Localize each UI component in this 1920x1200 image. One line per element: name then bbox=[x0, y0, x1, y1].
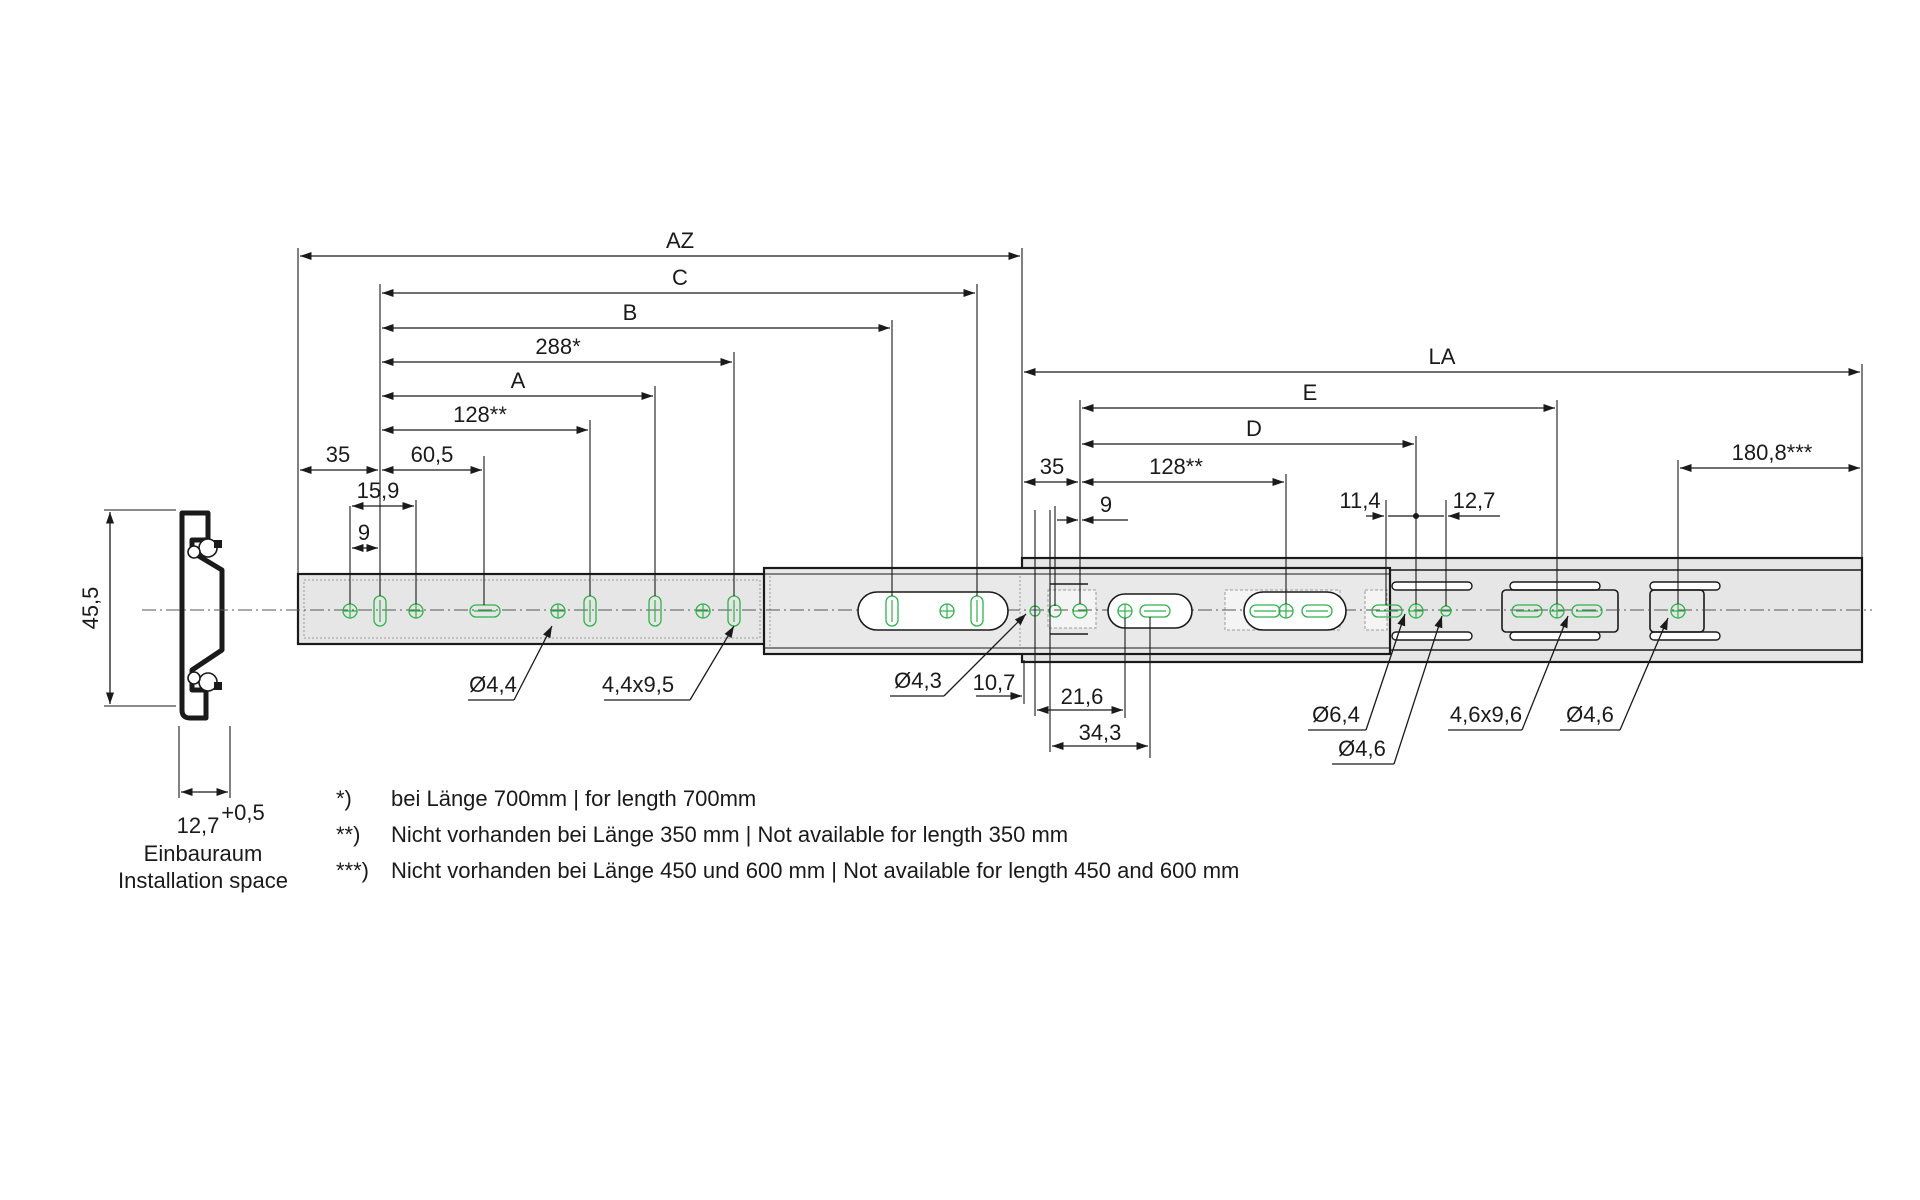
dim-labels-left: AZ C B 288* A 128** 35 60,5 15,9 9 bbox=[326, 228, 694, 545]
dim-b: B bbox=[623, 300, 638, 325]
callout-hole-4-6-b: Ø4,6 bbox=[1566, 702, 1614, 727]
tolerance-label: +0,5 bbox=[221, 800, 264, 825]
footnote-text: Nicht vorhanden bei Länge 350 mm | Not a… bbox=[391, 822, 1069, 847]
callout-hole-4-6-a: Ø4,6 bbox=[1338, 736, 1386, 761]
dim-60-5: 60,5 bbox=[411, 442, 454, 467]
dim-9-left: 9 bbox=[358, 520, 370, 545]
dim-128-left: 128** bbox=[453, 402, 507, 427]
installation-space-en: Installation space bbox=[118, 868, 288, 893]
callout-slot-4-6x9-6: 4,6x9,6 bbox=[1450, 702, 1522, 727]
dim-35-right: 35 bbox=[1040, 454, 1064, 479]
dim-21-6: 21,6 bbox=[1061, 684, 1104, 709]
dimensions-outer-rail bbox=[976, 364, 1863, 758]
mounting-holes bbox=[342, 591, 1686, 631]
callout-leaders bbox=[468, 613, 1669, 765]
dim-45-5: 45,5 bbox=[78, 587, 103, 630]
svg-text:45,5: 45,5 bbox=[78, 587, 103, 630]
callout-hole-6-4: Ø6,4 bbox=[1312, 702, 1360, 727]
dim-288: 288* bbox=[535, 334, 581, 359]
footnote-text: Nicht vorhanden bei Länge 450 und 600 mm… bbox=[391, 858, 1240, 883]
dim-180-8: 180,8*** bbox=[1732, 440, 1813, 465]
footnote-mark: **) bbox=[336, 822, 361, 847]
dim-e: E bbox=[1303, 380, 1318, 405]
dim-34-3: 34,3 bbox=[1079, 720, 1122, 745]
footnote-text: bei Länge 700mm | for length 700mm bbox=[391, 786, 757, 811]
dim-9-right: 9 bbox=[1100, 492, 1112, 517]
dim-128-right: 128** bbox=[1149, 454, 1203, 479]
dim-la: LA bbox=[1429, 344, 1456, 369]
dim-d: D bbox=[1246, 416, 1262, 441]
dim-11-4: 11,4 bbox=[1339, 488, 1380, 513]
dim-15-9: 15,9 bbox=[357, 478, 400, 503]
cross-section-profile bbox=[179, 510, 225, 721]
callout-hole-4-3: Ø4,3 bbox=[894, 668, 942, 693]
dimensions-inner-rail bbox=[297, 248, 1023, 605]
dim-35-left: 35 bbox=[326, 442, 350, 467]
dim-12-7-width: 12,7 bbox=[177, 813, 220, 838]
dim-c: C bbox=[672, 265, 688, 290]
callout-hole-4-4: Ø4,4 bbox=[469, 672, 517, 697]
dim-12-7: 12,7 bbox=[1453, 488, 1496, 513]
callout-slot-4-4x9-5: 4,4x9,5 bbox=[602, 672, 674, 697]
callout-labels: Ø4,4 4,4x9,5 Ø4,3 Ø6,4 Ø4,6 4,6x9,6 Ø4,6 bbox=[469, 668, 1614, 761]
dim-labels-right: LA E D 35 128** 9 11,4 12,7 180,8*** 10,… bbox=[973, 344, 1813, 745]
dim-10-7: 10,7 bbox=[973, 670, 1016, 695]
dim-a: A bbox=[511, 368, 526, 393]
footnote-mark: *) bbox=[336, 786, 352, 811]
footnote-mark: ***) bbox=[336, 858, 370, 883]
dim-az: AZ bbox=[666, 228, 694, 253]
installation-space-de: Einbauraum bbox=[144, 841, 263, 866]
